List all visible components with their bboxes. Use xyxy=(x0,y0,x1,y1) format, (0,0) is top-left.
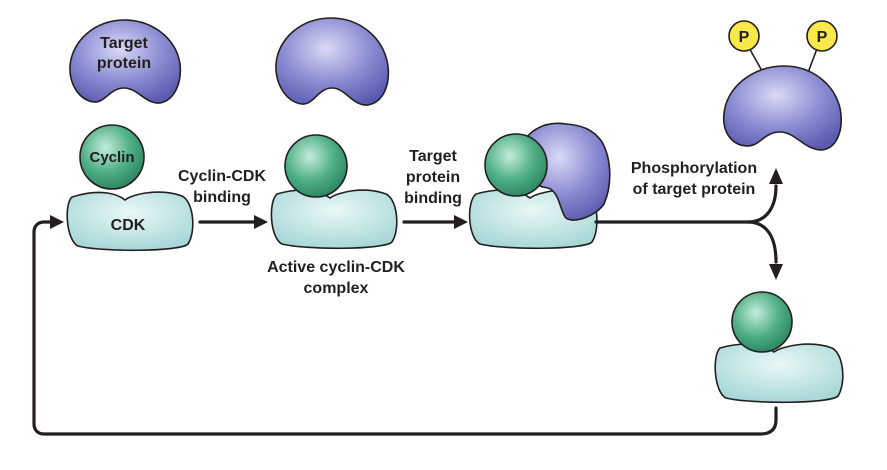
target-protein-label-line2: protein xyxy=(97,55,151,72)
cyclin-shape-bound xyxy=(484,133,548,197)
arrow-target-protein-binding xyxy=(402,215,468,229)
phosphate-label-2: P xyxy=(817,29,828,46)
active-complex-label-line1: Active cyclin-CDK xyxy=(267,259,405,276)
cyclin-shape-complex xyxy=(284,134,348,198)
cdk-shape-complex xyxy=(270,189,398,250)
cyclin-cdk-binding-label-line2: binding xyxy=(193,189,251,206)
cdk-shape-free xyxy=(66,191,194,252)
target-protein-label-line1: Target xyxy=(100,35,148,52)
phosphorylation-label-line2: of target protein xyxy=(633,181,756,198)
phosphate-icon-2 xyxy=(806,20,838,52)
active-complex-label-line2: complex xyxy=(304,280,369,297)
target-protein-shape-phosphorylated xyxy=(723,65,842,151)
stage-2-active-complex xyxy=(270,17,398,250)
target-protein-shape-stage2 xyxy=(275,17,390,106)
phosphate-icon-1 xyxy=(728,20,760,52)
cyclin-shape-released xyxy=(731,291,793,353)
phosphorylation-label-line1: Phosphorylation xyxy=(631,160,757,177)
stage-3-bound-complex xyxy=(468,122,611,250)
target-binding-label-line3: binding xyxy=(404,190,462,207)
cdk-label: CDK xyxy=(111,217,146,234)
arrow-to-released-complex xyxy=(746,220,783,280)
stage-1-free-components: Target protein Cyclin CDK xyxy=(66,19,194,252)
cyclin-label: Cyclin xyxy=(89,149,134,166)
target-protein-shape-free xyxy=(69,19,182,104)
cdk-shape-released xyxy=(714,343,844,404)
arrow-cyclin-cdk-binding xyxy=(198,215,268,229)
target-binding-label-line1: Target xyxy=(409,148,457,165)
target-binding-label-line2: protein xyxy=(406,169,460,186)
released-cyclin-cdk-complex xyxy=(714,291,844,404)
phosphate-label-1: P xyxy=(739,29,750,46)
cyclin-shape-free xyxy=(79,124,145,190)
phosphorylated-target-protein: P P xyxy=(723,20,842,151)
cyclin-cdk-binding-label-line1: Cyclin-CDK xyxy=(178,168,266,185)
arrow-return-loop xyxy=(32,215,778,436)
